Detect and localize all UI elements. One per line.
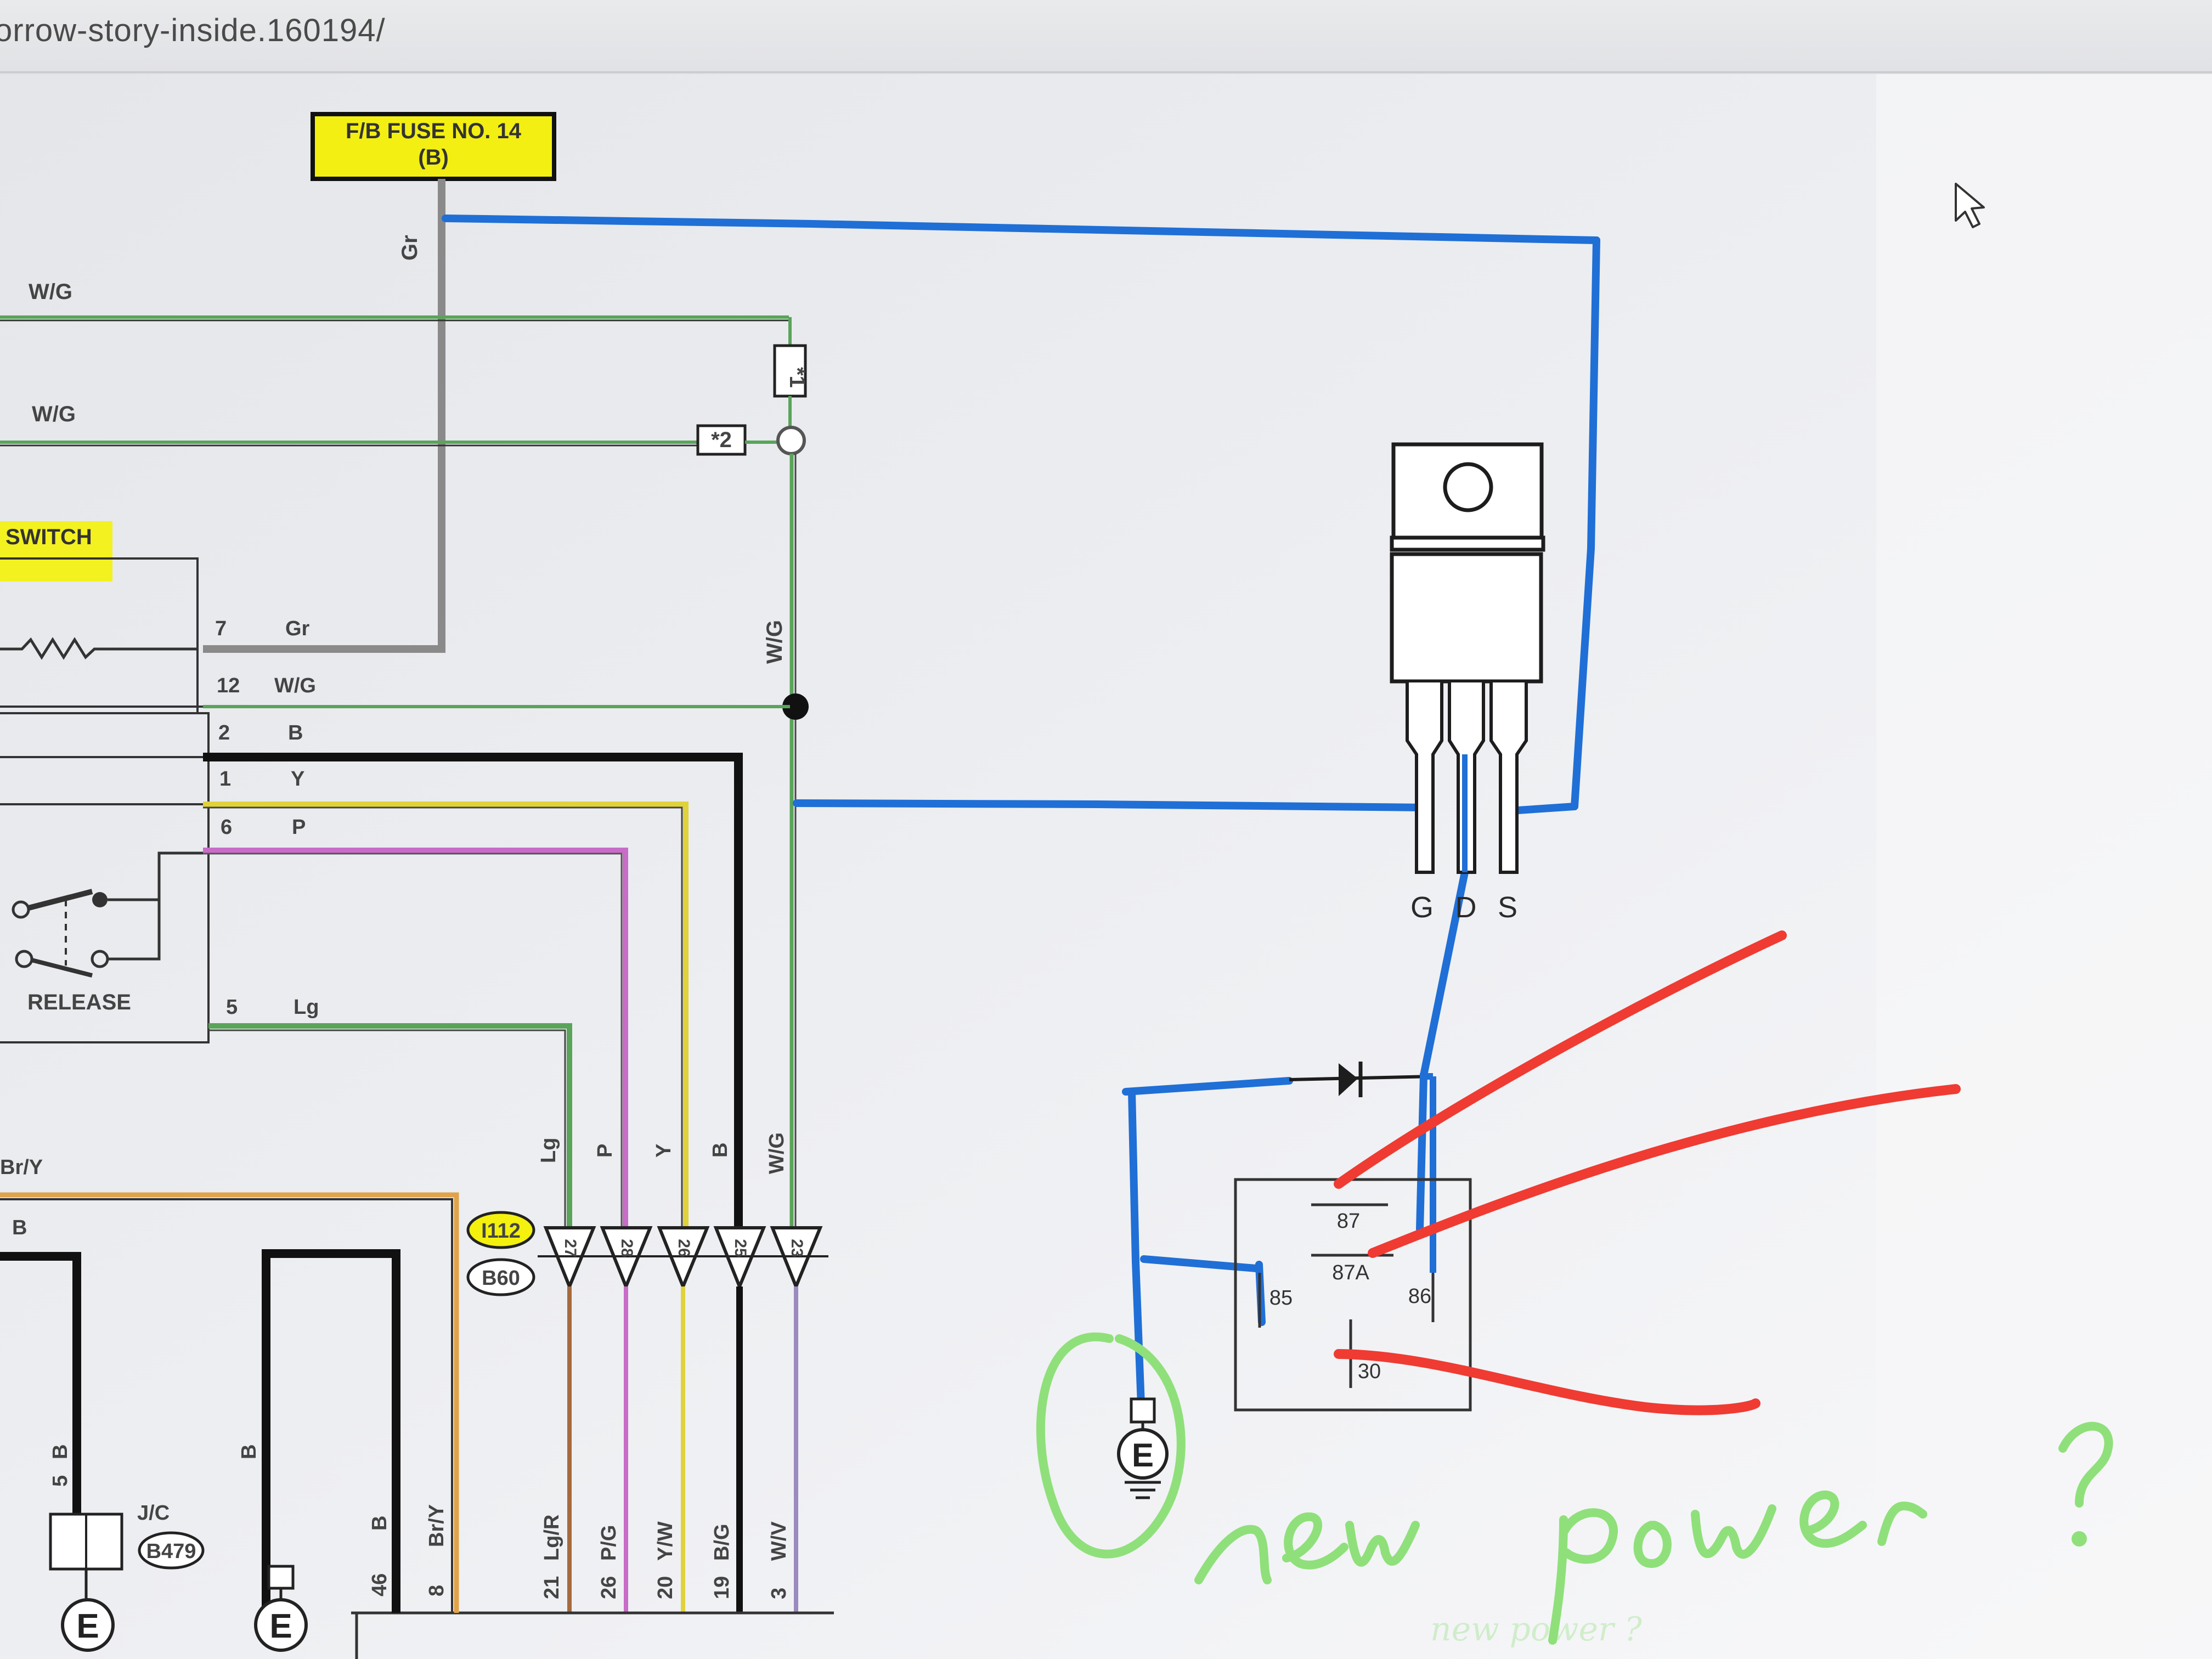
fuse-subtitle: (B) [418,145,449,170]
mosfet-pin-s: S [1498,891,1517,924]
tri-num-27: 27 [561,1239,579,1257]
bw-bg-color: B/G [710,1523,733,1561]
mouse-pointer-icon [1955,183,1985,228]
relay-pin-86: 86 [1408,1285,1431,1308]
pin-2-color: B [288,721,303,744]
conn-label-b: B [709,1143,732,1158]
marker-1 [773,344,807,398]
pin-1-color: Y [291,768,304,791]
bw-lgr-color: Lg/R [540,1515,563,1561]
bw-pg-color: P/G [597,1525,620,1561]
relay-pin-85: 85 [1269,1286,1293,1310]
connector-b60 [466,1258,535,1296]
pin-7-num: 7 [215,617,227,640]
lb-bry: Br/Y [425,1504,448,1547]
marker-1-text: *1 [785,367,809,388]
connector-i112 [466,1211,535,1249]
pin-5-num: 5 [226,996,238,1019]
splice-open [776,426,806,455]
switch-label: SWITCH [5,525,92,549]
jc-label: J/C [137,1502,170,1525]
pin-5-color: Lg [294,996,319,1019]
label-vertical-wg: W/G [763,620,787,664]
relay-pin-30: 30 [1358,1360,1381,1383]
pin-12-color: W/G [274,674,316,697]
tri-num-26: 26 [675,1239,693,1257]
browser-url-bar[interactable]: orrow-story-inside.160194/ [0,0,2212,73]
diode-icon [1289,1062,1436,1273]
fuse-title: F/B FUSE NO. 14 [346,119,522,143]
lb-b-num2: 46 [368,1573,391,1596]
relay-pin-87: 87 [1337,1210,1360,1233]
pin-7-color: Gr [285,617,310,640]
marker-2-text: *2 [711,428,732,452]
conn-label-y: Y [652,1144,675,1158]
bw-wv-color: W/V [768,1521,791,1561]
release-label: RELEASE [27,990,131,1014]
ground-symbol-1: E [76,1607,99,1645]
bw-yw-num: 20 [654,1576,677,1599]
label-wire-gr-top: Gr [398,235,422,261]
handwritten-text: new power ? [1430,1610,1643,1649]
bw-bg-num: 19 [710,1576,733,1599]
ground-icon [61,1598,115,1652]
fuse-box [311,112,556,181]
conn-label-lg: Lg [537,1138,560,1163]
conn-label-wg: W/G [765,1132,788,1174]
lb-b-num: 5 [49,1475,72,1487]
relay-pin-87a: 87A [1332,1261,1369,1284]
lb-b-b: B [238,1444,261,1459]
label-b-left: B [12,1216,27,1239]
switch-highlight [0,521,112,582]
connector-b479 [138,1531,205,1570]
lb-bry-num: 8 [425,1585,448,1596]
red-annotations [1334,930,1961,1415]
ground-icon [1117,1428,1169,1480]
lb-b-c: B [368,1516,391,1531]
url-text: orrow-story-inside.160194/ [0,13,386,48]
pin-2-num: 2 [218,721,230,744]
tri-num-28: 28 [618,1239,636,1257]
label-wire-wg-2: W/G [32,402,76,426]
pin-6-num: 6 [221,816,232,839]
tri-num-25: 25 [731,1239,749,1257]
connector-i112-text: I112 [481,1220,521,1243]
bw-pg-num: 26 [597,1576,620,1599]
handwritten-annotation [1036,1333,2113,1645]
mosfet-pin-d: D [1455,891,1477,924]
mosfet-pin-g: G [1410,891,1434,924]
bw-wv-num: 3 [768,1588,791,1599]
splice-closed [782,693,809,720]
pin-12-num: 12 [217,674,240,697]
ground-icon [254,1598,308,1652]
mosfet-body [1390,552,1543,684]
pin-1-num: 1 [219,768,231,791]
pin-6-color: P [292,816,306,839]
tri-num-23: 23 [788,1239,806,1257]
ground-symbol-2: E [269,1607,292,1645]
marker-2 [696,424,747,456]
conn-label-p: P [594,1144,617,1158]
connector-b60-text: B60 [482,1267,520,1290]
bw-yw-color: Y/W [654,1521,677,1561]
ground-symbol-3: E [1132,1437,1154,1474]
connector-b479-text: B479 [146,1540,196,1563]
label-wire-wg-1: W/G [29,280,72,304]
lb-b-a: B [49,1444,72,1459]
mosfet-hole [1443,462,1493,512]
bw-lgr-num: 21 [540,1576,563,1599]
label-br-y-left: Br/Y [0,1156,43,1179]
